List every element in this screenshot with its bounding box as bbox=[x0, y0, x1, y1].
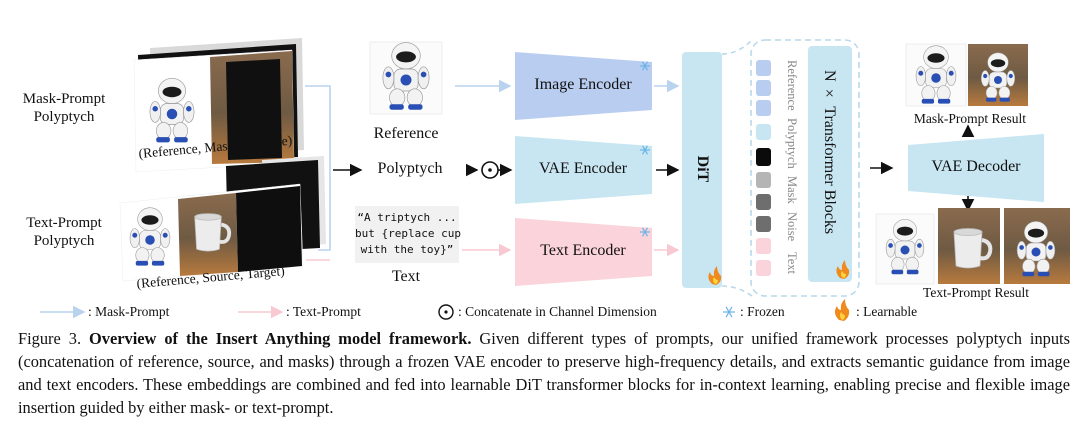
reference-label: Reference bbox=[373, 125, 439, 142]
text-prompt-box bbox=[355, 206, 459, 263]
caption-body: Given different types of prompts, our un… bbox=[18, 329, 1070, 417]
token-label-mask: Mask bbox=[785, 176, 799, 204]
fire-icon bbox=[836, 260, 850, 279]
legend-concat-label: : Concatenate in Channel Dimension bbox=[458, 304, 657, 319]
mask-prompt-result-label: Mask-Prompt Result bbox=[913, 111, 1027, 126]
legend-learnable-label: : Learnable bbox=[856, 304, 918, 319]
image-encoder-label: Image Encoder bbox=[534, 76, 632, 93]
fire-icon bbox=[708, 266, 722, 285]
polyptych-label: Polyptych bbox=[377, 160, 443, 177]
mask-region bbox=[226, 59, 282, 160]
text-prompt-result-image bbox=[875, 208, 1070, 285]
transformer-expansion bbox=[750, 39, 860, 297]
dit-block bbox=[682, 52, 722, 288]
legend-text-label: : Text-Prompt bbox=[286, 304, 361, 319]
vae-encoder-label: VAE Encoder bbox=[538, 160, 628, 177]
snowflake-icon bbox=[640, 61, 650, 237]
text-prompt-line-3: with the toy}” bbox=[360, 243, 454, 256]
mask-prompt-result-image bbox=[905, 43, 1028, 107]
text-encoder-block bbox=[515, 218, 652, 286]
token-label-noise: Noise bbox=[785, 212, 799, 242]
transformer-blocks-label: N × Transformer Blocks bbox=[821, 70, 838, 235]
caption-title: Overview of the Insert Anything model fr… bbox=[89, 329, 472, 348]
dit-label: DiT bbox=[694, 155, 711, 183]
text-label: Text bbox=[391, 268, 421, 285]
legend-frozen-label: : Frozen bbox=[740, 304, 785, 319]
legend-snowflake-icon bbox=[723, 306, 735, 318]
legend-fire-icon bbox=[834, 299, 850, 321]
text-prompt-line-2: but {replace cup bbox=[355, 227, 461, 240]
transformer-blocks bbox=[808, 46, 852, 282]
token-label-polyptych: Polyptych bbox=[785, 118, 799, 169]
figure-caption: Figure 3. Overview of the Insert Anythin… bbox=[18, 327, 1070, 419]
text-prompt-line-1: “A triptych ... bbox=[357, 211, 457, 224]
vae-encoder-block bbox=[515, 136, 652, 204]
caption-prefix: Figure 3. bbox=[18, 329, 90, 348]
text-polyptych-label: Text-Prompt Polyptych bbox=[26, 215, 102, 249]
target-mask-region bbox=[236, 186, 302, 272]
vae-decoder-block bbox=[908, 134, 1044, 202]
token-column bbox=[756, 60, 771, 276]
token-label-reference: Reference bbox=[785, 60, 799, 111]
mask-polyptych-stack bbox=[133, 38, 304, 173]
text-encoder-label: Text Encoder bbox=[540, 242, 626, 259]
text-polyptych-stack bbox=[119, 156, 326, 282]
mask-polyptych-label: Mask-Prompt Polyptych bbox=[22, 91, 106, 125]
token-label-text: Text bbox=[785, 252, 799, 275]
vae-decoder-label: VAE Decoder bbox=[931, 158, 1021, 175]
image-encoder-block bbox=[515, 52, 652, 120]
mask-prompt-route bbox=[305, 85, 331, 251]
text-prompt-result-label: Text-Prompt Result bbox=[923, 285, 1029, 300]
legend-mask-label: : Mask-Prompt bbox=[88, 304, 170, 319]
framework-figure bbox=[40, 38, 1070, 321]
reference-image bbox=[369, 41, 443, 115]
